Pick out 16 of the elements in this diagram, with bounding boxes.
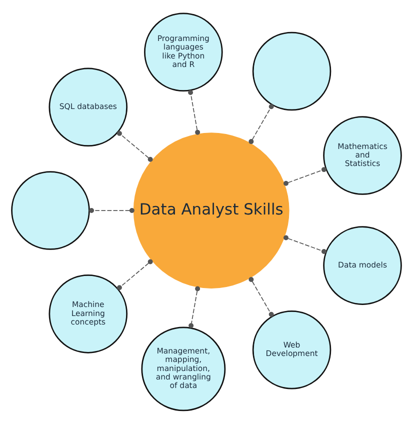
connector <box>248 104 274 144</box>
connector <box>284 234 326 254</box>
connector <box>248 276 274 316</box>
node-circle: SQL databases <box>48 67 128 146</box>
connector <box>188 286 200 328</box>
connector <box>89 208 134 213</box>
node-circle: Machine Learning concepts <box>48 274 128 353</box>
node-circle: Management, mapping, manipulation, and wrangling of data <box>141 326 226 411</box>
connector <box>188 90 200 134</box>
node-circle: Mathematics and Statistics <box>323 116 402 194</box>
connector <box>116 258 153 290</box>
node-circle: Programming languages like Python and R <box>144 12 223 92</box>
node-circle: Data models <box>323 226 402 304</box>
connector <box>284 166 326 186</box>
node-circle <box>11 170 90 250</box>
connector <box>116 130 153 162</box>
